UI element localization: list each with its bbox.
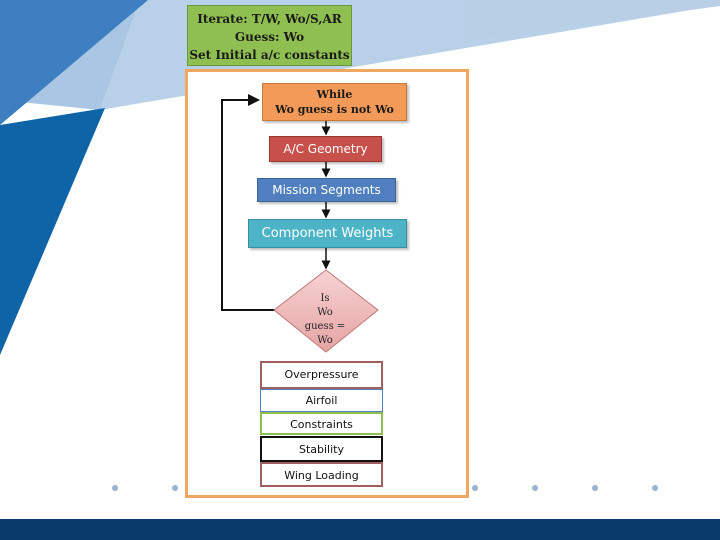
component-weights-box: Component Weights bbox=[248, 219, 407, 248]
iterate-header-box: Iterate: T/W, Wo/S,AR Guess: Wo Set Init… bbox=[187, 5, 352, 66]
overpressure-box: Overpressure bbox=[260, 361, 383, 389]
iterate-line: Iterate: T/W, Wo/S,AR bbox=[197, 12, 342, 26]
bg-dots bbox=[112, 485, 658, 491]
wing-loading-box: Wing Loading bbox=[260, 462, 383, 487]
decision-line-2: Wo bbox=[317, 307, 333, 318]
decision-line-3: guess = bbox=[304, 321, 346, 332]
decision-label: Is Wo guess = Wo bbox=[290, 292, 360, 348]
geometry-box: A/C Geometry bbox=[269, 136, 382, 162]
loop-back-arrow bbox=[221, 94, 275, 311]
bg-dot bbox=[532, 485, 538, 491]
bg-top-right-stripe bbox=[470, 0, 720, 40]
while-loop-box: While Wo guess is not Wo bbox=[262, 83, 407, 121]
mission-segments-box: Mission Segments bbox=[257, 178, 396, 202]
while-label: While bbox=[316, 88, 353, 101]
decision-line-4: Wo bbox=[317, 335, 333, 346]
stability-box: Stability bbox=[260, 436, 383, 462]
while-condition: Wo guess is not Wo bbox=[275, 103, 394, 116]
bg-dot bbox=[592, 485, 598, 491]
bg-dot bbox=[652, 485, 658, 491]
decision-diamond bbox=[273, 269, 379, 353]
decision-line-1: Is bbox=[320, 293, 330, 304]
airfoil-box: Airfoil bbox=[260, 389, 383, 412]
footer-bar bbox=[0, 519, 720, 540]
bg-dot bbox=[472, 485, 478, 491]
constraints-box: Constraints bbox=[260, 412, 383, 435]
guess-line: Guess: Wo bbox=[234, 30, 305, 44]
bg-dot bbox=[112, 485, 118, 491]
bg-blue-wedge bbox=[0, 0, 148, 125]
bg-dark-blue-wedge bbox=[0, 108, 105, 355]
constants-line: Set Initial a/c constants bbox=[189, 48, 350, 62]
bg-dot bbox=[172, 485, 178, 491]
